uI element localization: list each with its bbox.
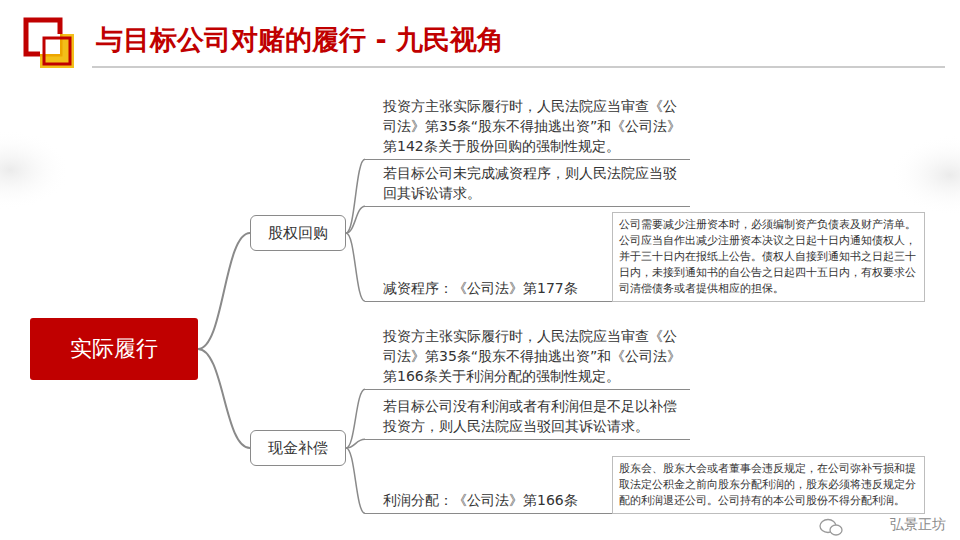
node-text: 股东会、股东大会或者董事会违反规定，在公司弥补亏损和提取法定公积金之前向股东分配… [619,461,918,509]
leaf-topic: 利润分配：《公司法》第166条 [365,488,612,514]
branch-topic: 现金补偿 [250,430,346,466]
law-text-box: 公司需要减少注册资本时，必须编制资产负债表及财产清单。公司应当自作出减少注册资本… [612,212,925,302]
node-text: 股权回购 [268,224,328,243]
watermark: 弘景正坊 [890,516,946,534]
branch-connector [346,159,365,233]
leaf-topic: 若目标公司未完成减资程序，则人民法院应当驳回其诉讼请求。 [365,161,690,207]
cloud-shade [0,130,70,210]
branch-connector [346,439,365,448]
leaf-topic: 投资方主张实际履行时，人民法院应当审查《公司法》第35条“股东不得抽逃出资”和《… [365,94,690,160]
node-text: 公司需要减少注册资本时，必须编制资产负债表及财产清单。公司应当自作出减少注册资本… [619,217,918,297]
branch-connector [198,349,250,448]
node-text: 若目标公司未完成减资程序，则人民法院应当驳回其诉讼请求。 [383,163,684,203]
root-topic: 实际履行 [30,318,198,380]
node-text: 减资程序：《公司法》第177条 [383,278,606,298]
wechat-icon [820,520,842,536]
branch-topic: 股权回购 [250,215,346,251]
branch-connector [346,448,365,513]
leaf-topic: 投资方主张实际履行时，人民法院应当审查《公司法》第35条“股东不得抽逃出资”和《… [365,324,690,390]
branch-connector [346,206,365,233]
node-text: 投资方主张实际履行时，人民法院应当审查《公司法》第35条“股东不得抽逃出资”和《… [383,326,684,386]
leaf-topic: 若目标公司没有利润或者有利润但是不足以补偿投资方，则人民法院应当驳回其诉讼请求。 [365,394,690,440]
branch-connector [198,233,250,349]
branch-connector [346,389,365,448]
node-text: 现金补偿 [268,439,328,458]
leaf-topic: 减资程序：《公司法》第177条 [365,276,612,302]
branch-connector [346,233,365,301]
law-text-box: 股东会、股东大会或者董事会违反规定，在公司弥补亏损和提取法定公积金之前向股东分配… [612,456,925,514]
cloud-shade [890,135,960,215]
node-text: 若目标公司没有利润或者有利润但是不足以补偿投资方，则人民法院应当驳回其诉讼请求。 [383,396,684,436]
slide-title: 与目标公司对赌的履行 - 九民视角 [96,22,504,58]
node-text: 投资方主张实际履行时，人民法院应当审查《公司法》第35条“股东不得抽逃出资”和《… [383,96,684,156]
node-text: 利润分配：《公司法》第166条 [383,490,606,510]
logo [26,20,74,68]
title-rule [92,66,945,67]
node-text: 实际履行 [70,334,158,364]
